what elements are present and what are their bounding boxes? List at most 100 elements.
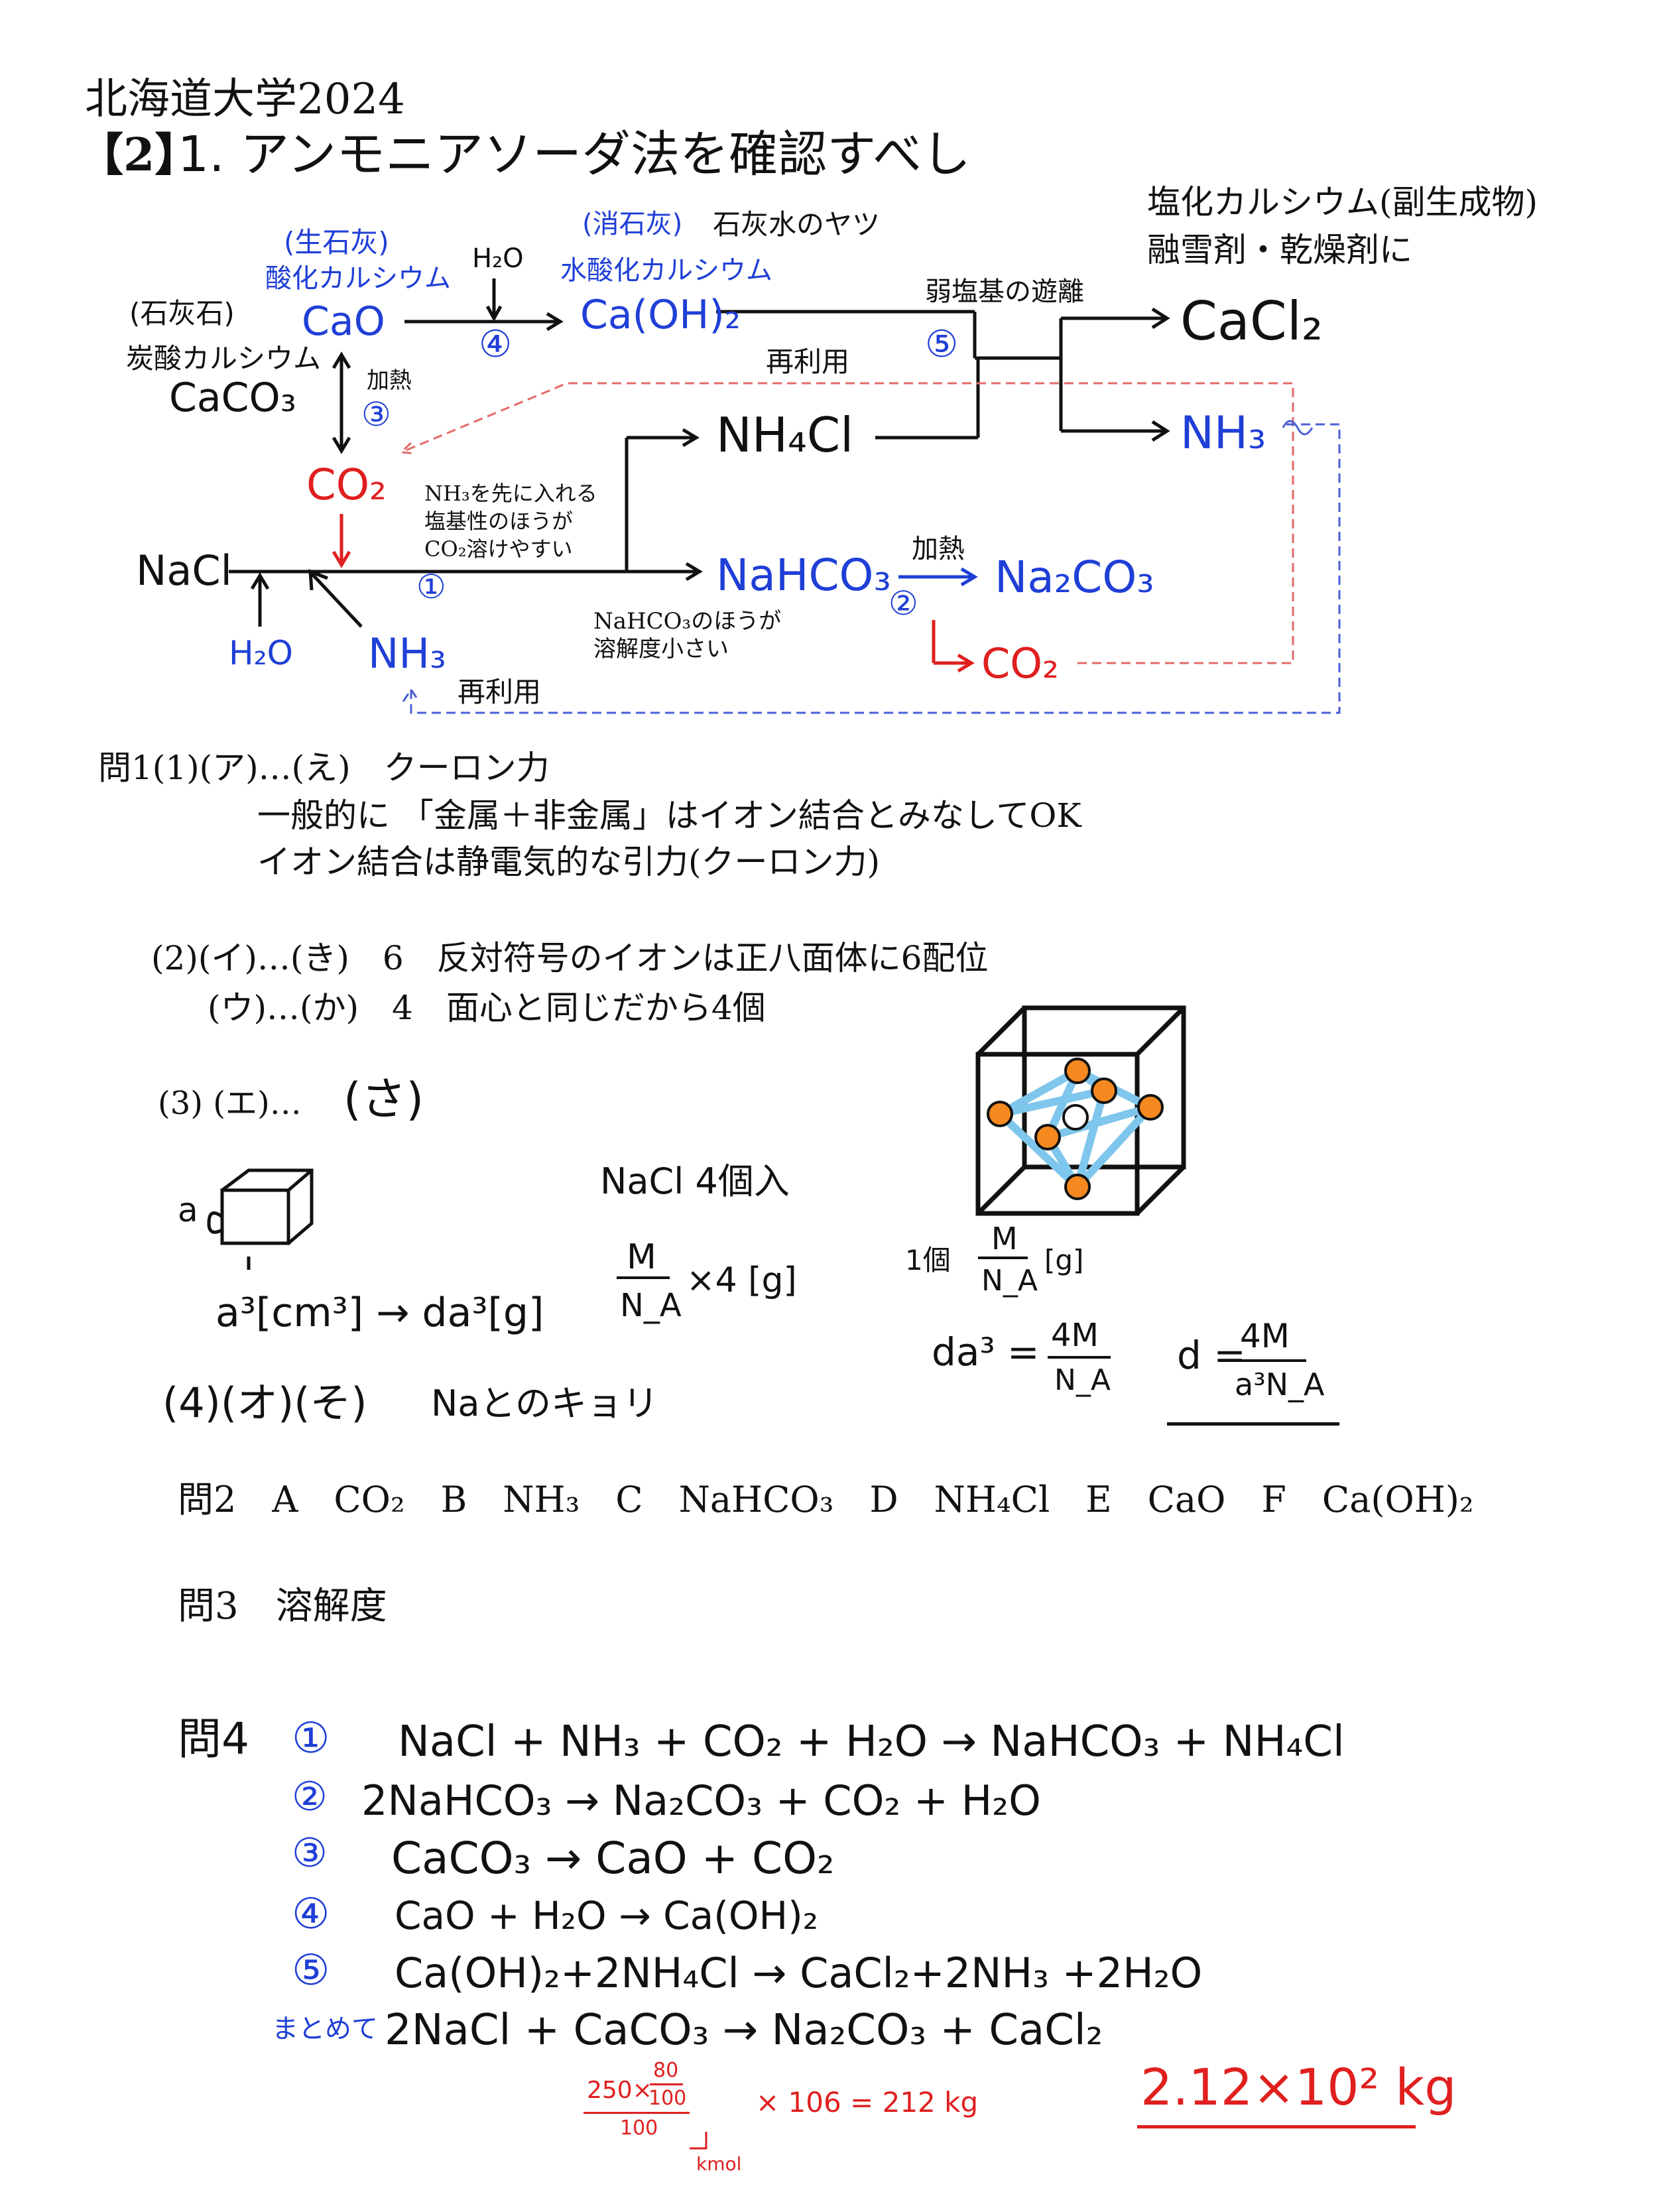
quicklime-chem: 酸化カルシウム [265,263,451,294]
step-4-marker: ④ [479,323,513,366]
frac3-bar [1048,1356,1111,1359]
q1-line-4: (2)(イ)…(き) 6 反対符号のイオンは正八面体に6配位 [151,939,989,977]
frac4-numerator: 4M [1240,1317,1290,1355]
frac3-numerator: 4M [1051,1317,1099,1354]
nh3-in-label: NH₃ [368,629,446,678]
limestone-name: (石灰石) [129,297,235,330]
note-sol-2: 溶解度小さい [593,636,729,662]
frac1-numerator: M [627,1237,656,1277]
cao-label: CaO [302,298,385,345]
nacl-4-count: NaCl 4個入 [600,1160,790,1202]
one-unit-label: 1個 [905,1244,951,1276]
calc-inner-bar [650,2083,683,2085]
frac1-denominator: N_A [620,1287,682,1324]
cube-edge-label: a [178,1191,198,1229]
frac3-denominator: N_A [1054,1363,1111,1397]
cacl2-label: CaCl₂ [1180,290,1323,352]
q2-answers: 問2 A CO₂ B NH₃ C NaHCO₃ D NH₄Cl E CaO F … [178,1479,1474,1520]
step-1-marker: ① [416,568,446,606]
nahco3-label: NaHCO₃ [716,550,891,601]
q1-line-6-label: (3) (エ)… [158,1085,302,1122]
step-3-marker: ③ [361,395,391,434]
q1-line-1: 問1(1)(ア)…(え) クーロン力 [98,749,550,787]
q4-summary-equation: 2NaCl + CaCO₃ → Na₂CO₃ + CaCl₂ [385,2006,1103,2055]
co2-right-label: CO₂ [981,639,1059,688]
h2o-bottom-label: H₂O [229,634,293,672]
frac2-denominator: N_A [981,1264,1038,1298]
calc-unit: kmol [696,2153,742,2175]
limestone-chem: 炭酸カルシウム [126,342,322,375]
q4-row-1-number: ① [292,1714,330,1763]
note-nh3-3: CO₂溶けやすい [424,536,573,562]
nacl-label: NaCl [136,546,232,595]
slaked-name: (消石灰) [582,209,683,239]
calc-denominator: 100 [620,2117,658,2140]
calc-result: × 106 = 212 kg [756,2086,979,2119]
q1-line-6-answer: (さ) [343,1074,424,1126]
quicklime-name: (生石灰) [284,226,389,259]
final-answer-underline [1137,2125,1416,2128]
frac2-bar [978,1257,1028,1259]
caoh2-label: Ca(OH)₂ [580,292,741,338]
frac4-denominator: a³N_A [1235,1367,1325,1402]
problem-subtitle: 1. アンモニアソーダ法を確認すべし [178,126,971,183]
heat-label-1: 加熱 [367,367,412,394]
note-nh3-2: 塩基性のほうが [424,509,574,534]
q4-summary-label: まとめて [272,2014,378,2044]
nh3-out-label: NH₃ [1180,407,1266,460]
frac2-numerator: M [991,1221,1018,1257]
frac1-rest: ×4 [g] [686,1260,797,1300]
q1-line-2: 一般的に 「金属＋非金属」はイオン結合とみなしてOK [257,796,1081,835]
calc-main-bar [584,2112,690,2114]
calc-num-b: 80 [653,2059,679,2082]
calc-num-c: 100 [648,2087,687,2110]
calc-num-a: 250× [587,2077,652,2104]
q1-4-answer: Naとのキョリ [431,1382,658,1424]
reuse-top-label: 再利用 [766,345,850,378]
slaked-note: 石灰水のヤツ [713,208,881,241]
na2co3-label: Na₂CO₃ [995,552,1154,603]
problem-number: 【2】 [78,129,200,182]
q4-row-4-number: ④ [292,1890,330,1939]
step-2-marker: ② [889,584,918,623]
frac4-bar [1233,1359,1306,1362]
q4-row-2-number: ② [292,1774,328,1820]
cacl2-note-1: 塩化カルシウム(副生成物) [1147,183,1538,221]
q1-4-label: (4)(オ)(そ) [162,1379,367,1427]
reuse-bottom-label: 再利用 [458,676,542,708]
q3-answer: 問3 溶解度 [178,1585,387,1628]
slaked-chem: 水酸化カルシウム [560,255,772,286]
weak-base-note: 弱塩基の遊離 [925,276,1084,307]
final-answer: 2.12×10² kg [1140,2058,1457,2117]
nh4cl-label: NH₄Cl [716,407,854,463]
frac1-bar [617,1276,670,1279]
density-eq-lhs: da³ = [932,1329,1040,1375]
heat-label-2: 加熱 [912,534,965,564]
q4-row-4-equation: CaO + H₂O → Ca(OH)₂ [395,1893,818,1938]
caco3-label: CaCO₃ [169,375,296,421]
q4-row-5-number: ⑤ [292,1946,330,1995]
q4-row-2-equation: 2NaHCO₃ → Na₂CO₃ + CO₂ + H₂O [361,1776,1041,1825]
q4-row-1-equation: NaCl + NH₃ + CO₂ + H₂O → NaHCO₃ + NH₄Cl [398,1717,1345,1766]
cacl2-note-2: 融雪剤・乾燥剤に [1147,231,1412,269]
density-d-eq: d = [1177,1333,1246,1378]
note-sol-1: NaHCO₃のほうが [593,608,782,635]
q1-line-3: イオン結合は静電気的な引力(クーロン力) [257,843,881,881]
step-5-marker: ⑤ [925,323,959,366]
answer-underline [1167,1422,1339,1426]
q4-label: 問4 [178,1713,249,1764]
q4-row-3-equation: CaCO₃ → CaO + CO₂ [391,1833,835,1884]
note-nh3-1: NH₃を先に入れる [424,481,597,506]
q1-line-5: (ウ)…(か) 4 面心と同じだから4個 [208,989,766,1027]
frac2-unit: [g] [1044,1244,1084,1276]
volume-mass-expr: a³[cm³] → da³[g] [215,1290,544,1336]
h2o-top-label: H₂O [472,243,524,274]
q4-row-3-number: ③ [292,1830,328,1876]
page-title: 北海道大学2024 [85,75,405,124]
co2-left-label: CO₂ [306,461,387,510]
q4-row-5-equation: Ca(OH)₂+2NH₄Cl → CaCl₂+2NH₃ +2H₂O [395,1949,1203,1997]
